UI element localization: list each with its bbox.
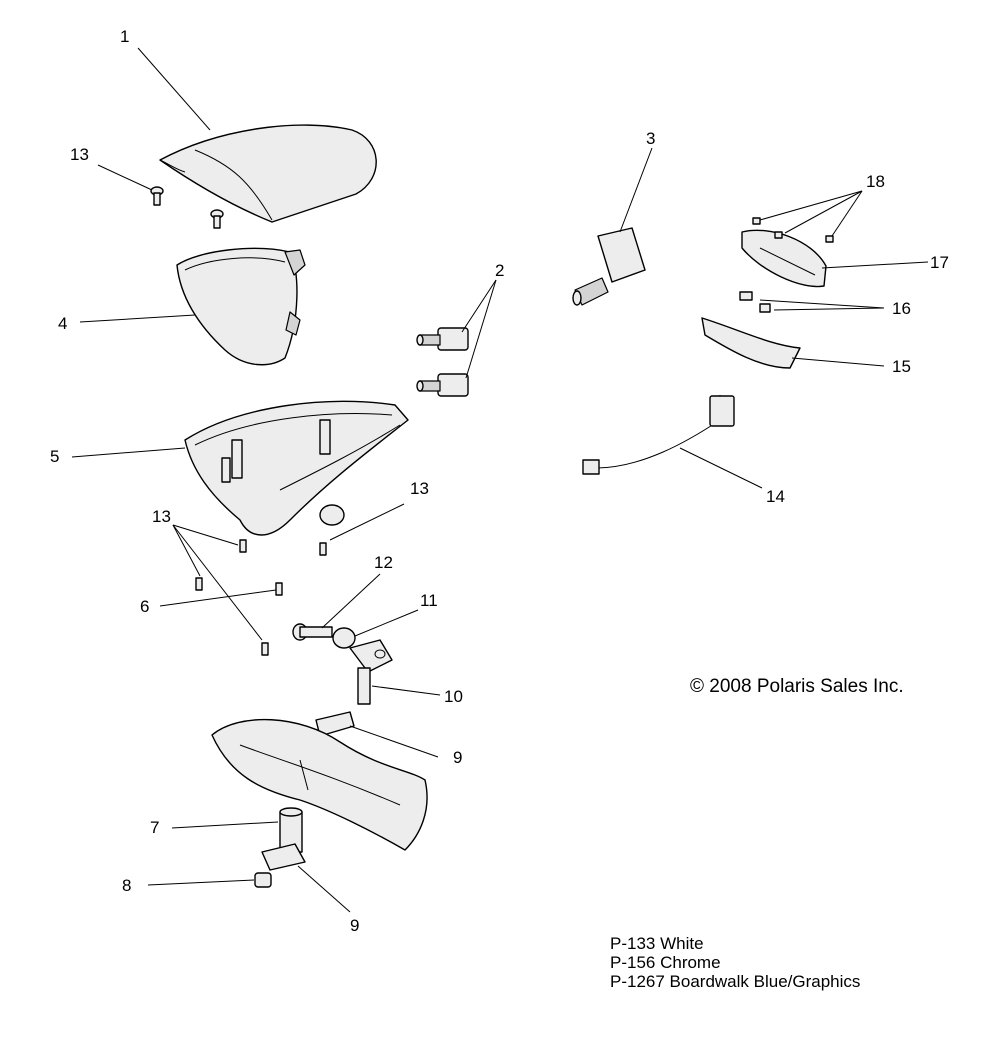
callout-3: 3 bbox=[646, 129, 655, 148]
part-3-socket bbox=[572, 227, 646, 306]
part-11-spacer bbox=[332, 627, 356, 649]
part-16-fasteners bbox=[739, 291, 771, 313]
note-chrome: P-156 Chrome bbox=[610, 953, 721, 972]
callout-9-lower: 9 bbox=[350, 916, 359, 935]
callout-16: 16 bbox=[892, 299, 911, 318]
callout-12: 12 bbox=[374, 553, 393, 572]
part-17-gauge-board bbox=[741, 229, 827, 288]
part-18-clips bbox=[752, 217, 834, 243]
part-14-harness bbox=[582, 395, 735, 475]
part-8-nut bbox=[254, 872, 272, 888]
screw-13-top-left bbox=[150, 186, 164, 206]
color-notes: P-133 White P-156 Chrome P-1267 Boardwal… bbox=[610, 934, 860, 991]
callout-11: 11 bbox=[420, 591, 438, 610]
screw-13-top-mid bbox=[210, 209, 224, 229]
callout-2: 2 bbox=[495, 261, 504, 280]
part-7-sleeve bbox=[279, 807, 303, 853]
callout-13-top: 13 bbox=[70, 145, 89, 164]
callout-9-upper: 9 bbox=[453, 748, 462, 767]
part-1-headlight-cover bbox=[159, 124, 377, 223]
callout-4: 4 bbox=[58, 314, 67, 333]
part-9-grommet-lower bbox=[261, 843, 306, 871]
callout-15: 15 bbox=[892, 357, 911, 376]
part-15-gauge-base bbox=[701, 317, 801, 369]
callout-17: 17 bbox=[930, 253, 949, 272]
part-2-bulb-lower bbox=[416, 373, 469, 397]
screw-13-row bbox=[195, 539, 327, 656]
part-2-bulb-upper bbox=[416, 327, 469, 351]
leader-lines bbox=[71, 47, 929, 913]
callout-5: 5 bbox=[50, 447, 59, 466]
callout-8: 8 bbox=[122, 876, 131, 895]
callout-6: 6 bbox=[140, 597, 149, 616]
note-boardwalk-blue: P-1267 Boardwalk Blue/Graphics bbox=[610, 972, 861, 991]
callout-13-left: 13 bbox=[152, 507, 171, 526]
callout-1: 1 bbox=[120, 27, 129, 46]
callout-13-right: 13 bbox=[410, 479, 429, 498]
callout-7: 7 bbox=[150, 818, 159, 837]
copyright-notice: © 2008 Polaris Sales Inc. bbox=[690, 676, 904, 697]
callout-10: 10 bbox=[444, 687, 463, 706]
callout-14: 14 bbox=[766, 487, 785, 506]
part-4-headlamp bbox=[176, 247, 306, 366]
part-5-lower-housing bbox=[184, 400, 409, 536]
part-10-mount-bracket bbox=[349, 639, 393, 705]
callout-labels: 1 13 4 2 3 18 17 16 15 14 5 13 13 12 11 … bbox=[50, 27, 949, 935]
part-12-bolt bbox=[292, 623, 333, 641]
instrument-pod bbox=[211, 718, 428, 851]
callout-18: 18 bbox=[866, 172, 885, 191]
note-white: P-133 White bbox=[610, 934, 704, 953]
